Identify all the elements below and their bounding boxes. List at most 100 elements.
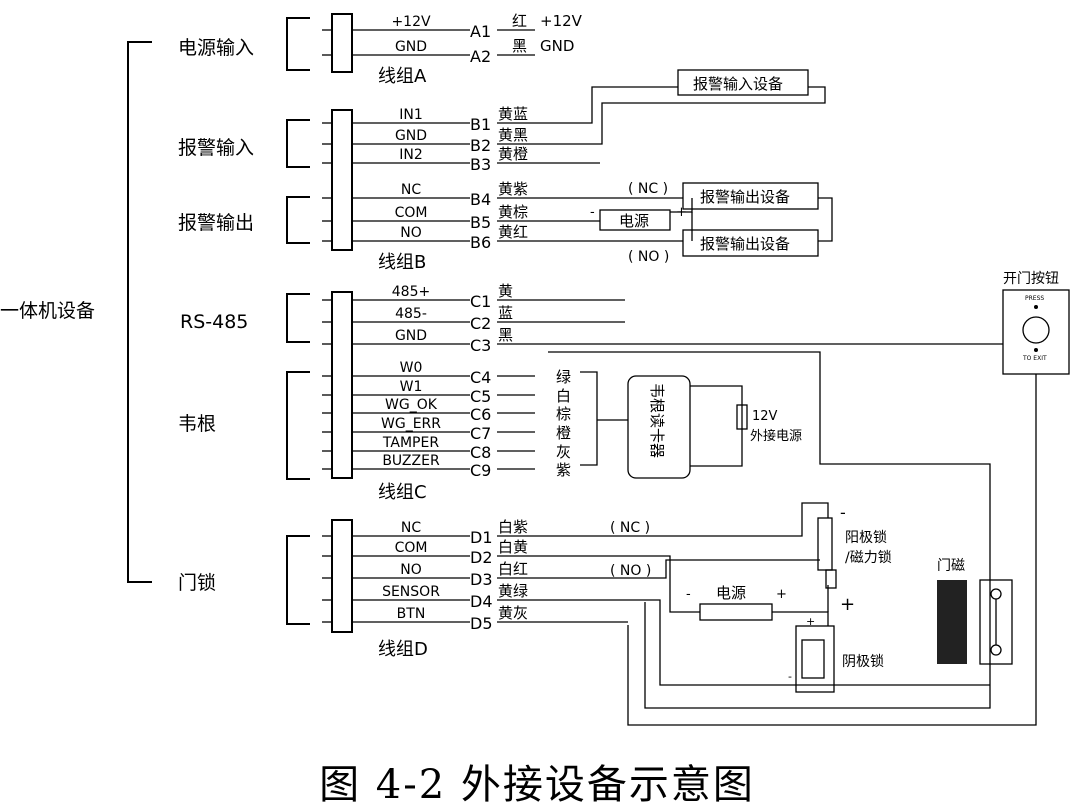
exit-button-press: PRESS [1025,295,1044,302]
wire-color-label: 黄 [498,282,513,300]
wire-note-label: GND [540,37,574,55]
group-wiegand-label: 韦根 [178,413,216,435]
wire-c3-to-exit [548,351,991,709]
wire-pin-label: C2 [470,314,491,333]
cathode-lock-minus: - [788,670,792,683]
wire-color-label: 黄黑 [498,126,528,144]
nc-label-d: ( NC ) [610,520,650,536]
wire-pin-label: C5 [470,387,491,406]
wire-signal-label: NO [400,225,422,241]
wire-signal-label: BTN [397,606,426,622]
connector-a [331,13,353,73]
wire-signal-label: NC [401,520,421,536]
wire-color-label: 白紫 [498,518,528,536]
anode-lock-plate [825,569,837,589]
device-label: 一体机设备 [0,300,95,322]
cathode-lock-core [801,639,825,679]
wire-pin-label: A1 [470,22,491,41]
cathode-lock-plus: + [806,615,815,628]
anode-lock-minus: - [840,503,846,522]
exit-button-knob[interactable] [1022,316,1050,344]
wire-note-label: +12V [540,12,583,30]
wire-signal-label: NC [401,182,421,198]
no-label-d: ( NO ) [610,563,651,579]
exit-button-dot-top [1034,305,1038,309]
alarm-output-device-box-1 [682,182,819,210]
wire-signal-label: IN1 [399,107,423,123]
cathode-lock-frame [795,625,835,693]
connector-c [331,291,353,479]
connector-b [331,109,353,251]
power-box-b [599,209,671,231]
wire-signal-label: GND [395,39,427,55]
device-bracket [127,41,152,583]
wire-color-label: 橙 [556,424,571,442]
wire-d1-ext [535,502,829,537]
anode-lock-label-2: /磁力锁 [845,550,892,566]
wire-pin-label: B3 [470,155,491,174]
wire-color-label: 白 [556,387,571,405]
wiegand-reader-box [627,375,691,479]
wire-signal-label: W0 [400,360,423,376]
bundle-d-label: 线组D [378,639,428,660]
group-wiegand-bracket [286,371,310,480]
wire-pin-label: C1 [470,292,491,311]
door-contact-terminal-1 [990,588,1002,600]
wire-signal-label: COM [395,205,428,221]
wire-pin-label: C8 [470,443,491,462]
wire-color-label: 蓝 [498,304,513,322]
wire-b2-ext [535,86,826,145]
wire-color-label: 黄红 [498,223,528,241]
wire-pin-label: B1 [470,115,491,134]
alarm-output-device-label-1: 报警输出设备 [700,188,790,206]
wire-color-label: 黄灰 [498,604,528,622]
power-box-d [699,603,773,621]
wire-pin-label: D3 [470,570,493,589]
wiegand-reader-label: 韦根读卡器 [648,383,666,458]
wire-signal-label: 485- [395,306,427,322]
alarm-input-device-label: 报警输入设备 [693,75,783,93]
wire-color-label: 棕 [556,405,571,423]
wire-pin-label: A2 [470,47,491,66]
group-power-bracket [286,17,310,71]
bundle-b-label: 线组B [378,252,426,273]
alarm-output-device-label-2: 报警输出设备 [700,235,790,253]
anode-lock-body [817,517,833,571]
bundle-a-label: 线组A [378,66,427,87]
wire-signal-label: IN2 [399,147,423,163]
door-contact-terminal-2 [990,644,1002,656]
wire-b1-ext [535,86,678,124]
wire-color-label: 灰 [556,443,571,461]
connector-d [331,519,353,633]
wire-d4-ext [535,599,990,686]
wire-color-label: 绿 [556,368,571,386]
nc-label-b: ( NC ) [628,181,668,197]
exit-button-dot-bottom [1034,348,1038,352]
minus-label-b: - [590,205,595,220]
anode-lock-plus: + [840,594,855,615]
power-d-to-locks [772,611,829,626]
bundle-c-label: 线组C [378,482,427,503]
alarm-output-device-box-2 [682,229,819,257]
wire-pin-label: C7 [470,424,491,443]
group-power-label: 电源输入 [178,37,254,59]
power-box-b-label: 电源 [619,212,649,230]
figure-caption: 图 4-2 外接设备示意图 [319,762,755,808]
door-contact-label: 门磁 [937,558,965,574]
wire-pin-label: B2 [470,136,491,155]
wire-signal-label: NO [400,562,422,578]
wire-color-label: 黄橙 [498,145,528,163]
plus-label-d: + [776,587,787,602]
wire-color-label: 白黄 [498,538,528,556]
wire-pin-label: D5 [470,614,493,633]
wire-d3-ext [535,559,820,579]
wire-pin-label: B4 [470,190,491,209]
wire-pin-label: B5 [470,213,491,232]
group-alarm-in-bracket [286,119,310,168]
wire-signal-label: COM [395,540,428,556]
wire-color-label: 黑 [512,37,527,55]
power-box-d-label: 电源 [716,584,746,602]
group-lock-label: 门锁 [178,572,216,594]
wire-out-bus [818,197,833,242]
